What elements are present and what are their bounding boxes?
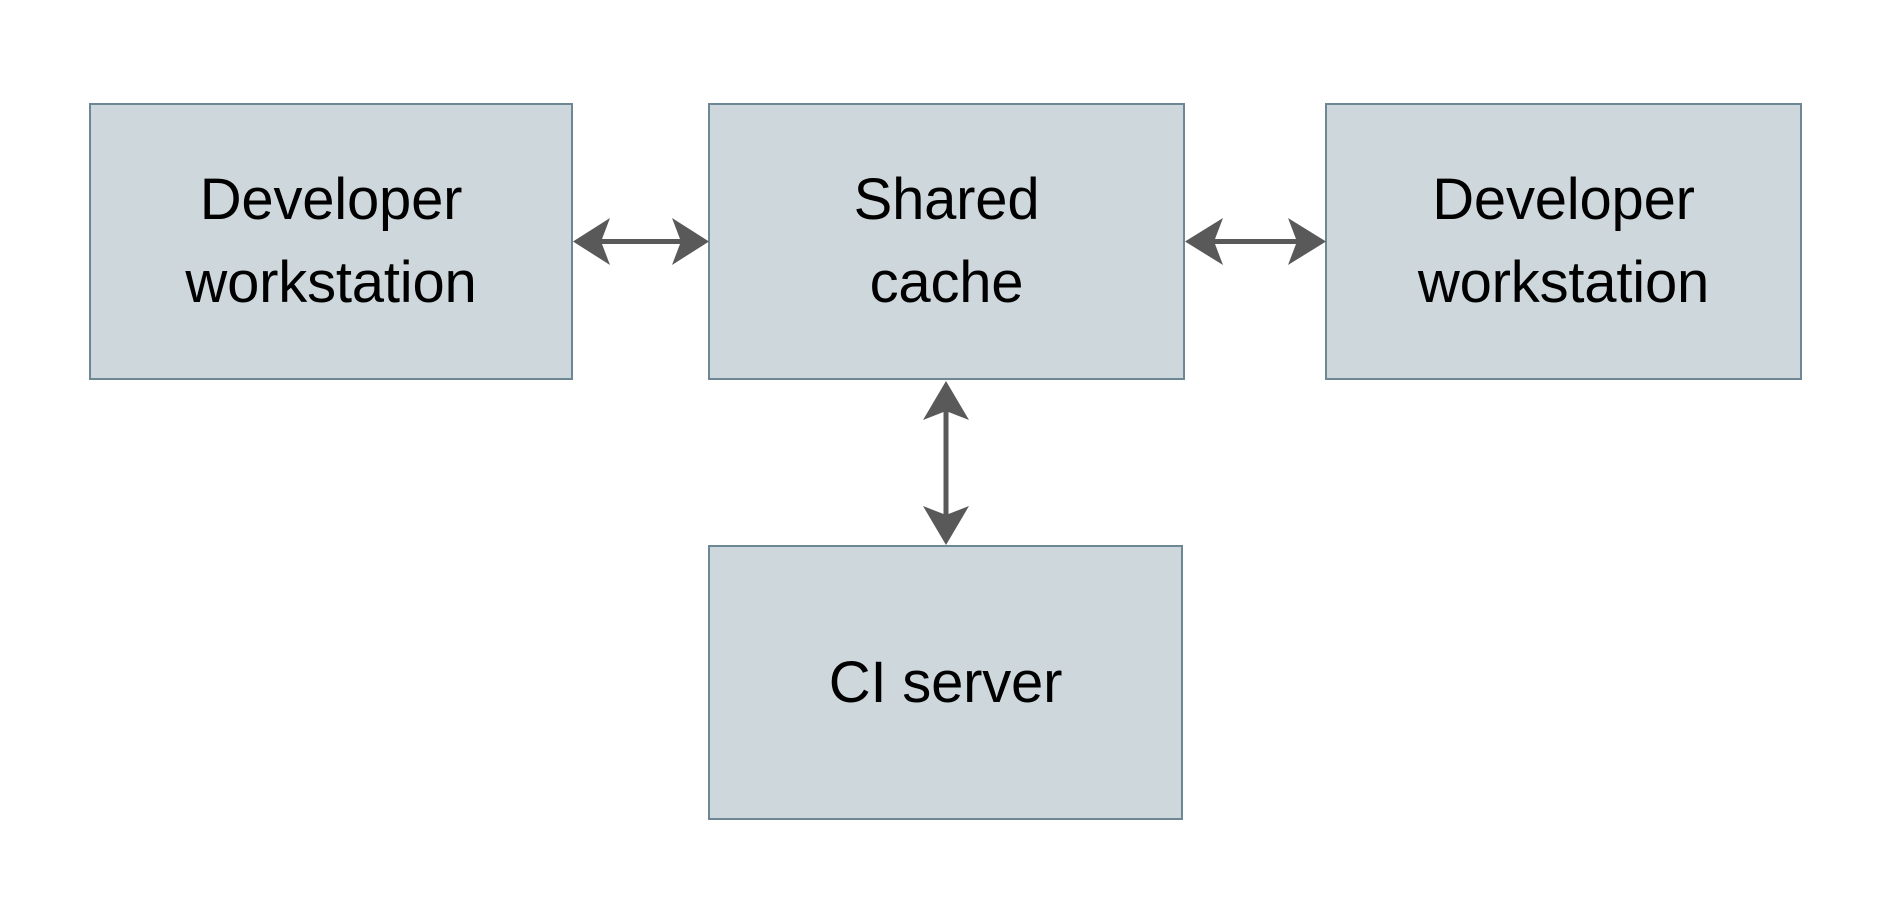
edge-cache-to-dev-right [1185,218,1326,265]
node-label: Developer workstation [185,167,477,315]
node-label: Developer workstation [1417,167,1710,315]
node-label: CI server [828,649,1063,715]
node-developer-workstation-left[interactable]: Developer workstation [89,103,573,380]
node-developer-workstation-right[interactable]: Developer workstation [1325,103,1802,380]
edge-dev-left-to-cache [573,218,709,265]
node-label: Shared cache [853,167,1040,315]
double-arrow-icon [573,218,709,265]
double-arrow-icon [923,381,969,545]
double-arrow-icon [1185,218,1326,265]
node-ci-server[interactable]: CI server [708,545,1183,820]
node-shared-cache[interactable]: Shared cache [708,103,1185,380]
edge-cache-to-ci [923,381,969,545]
